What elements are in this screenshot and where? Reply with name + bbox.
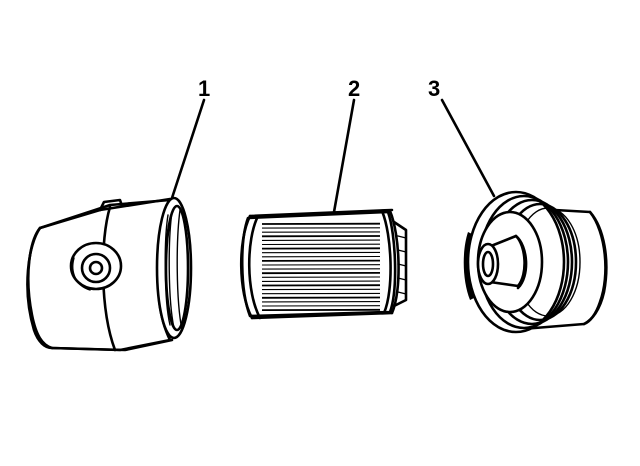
callout-2: 2 [348, 76, 360, 101]
leader-line-3 [440, 98, 496, 198]
filter-pleats [261, 222, 381, 312]
leader-lines [170, 98, 496, 214]
leader-line-1 [170, 98, 206, 200]
leader-line-2 [332, 98, 356, 214]
filter-cap [463, 190, 608, 334]
callout-1: 1 [198, 76, 210, 101]
filter-element [239, 208, 408, 320]
callout-3: 3 [428, 76, 440, 101]
filter-housing [26, 196, 193, 352]
